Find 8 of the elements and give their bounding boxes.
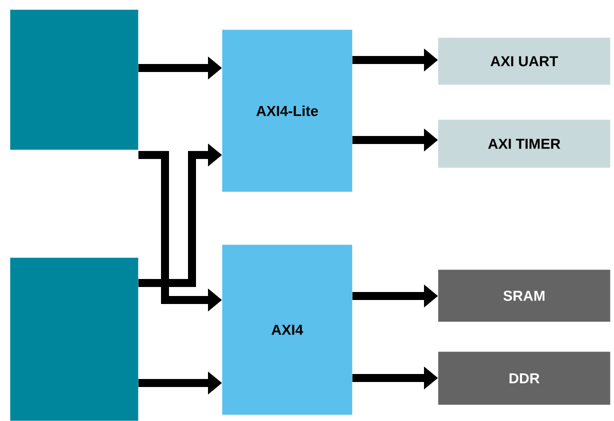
memory-block: SRAM [438, 270, 610, 322]
peripheral-block: AXI TIMER [438, 120, 610, 168]
memory-block: DDR [438, 352, 610, 405]
interconnect-block: AXI4 [222, 244, 352, 415]
interconnect-block: AXI4-Lite [222, 30, 352, 192]
processor-block [10, 10, 138, 150]
peripheral-block: AXI UART [438, 38, 610, 85]
processor-block [10, 258, 138, 421]
